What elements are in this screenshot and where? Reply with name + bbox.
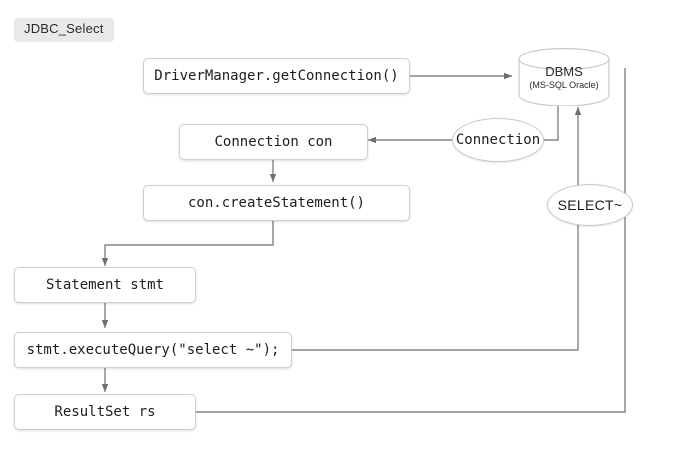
diagram-title-chip: JDBC_Select [14, 18, 114, 41]
node-drivermanager-getconnection[interactable]: DriverManager.getConnection() [143, 58, 410, 94]
ellipse-label: SELECT~ [557, 197, 623, 213]
edge-createstatement-to-statement [101, 221, 274, 266]
node-connection-con[interactable]: Connection con [179, 124, 368, 160]
node-label: ResultSet rs [54, 404, 156, 420]
node-label: Statement stmt [45, 277, 164, 293]
ellipse-label: Connection [455, 132, 541, 148]
node-stmt-executequery[interactable]: stmt.executeQuery("select ~"); [14, 332, 292, 368]
node-statement-stmt[interactable]: Statement stmt [14, 267, 196, 303]
node-label: con.createStatement() [187, 195, 365, 211]
dbms-shape [518, 47, 610, 107]
node-label: Connection con [214, 134, 333, 150]
ellipse-select[interactable]: SELECT~ [547, 184, 633, 226]
edge-dbms-to-connection-ellipse [543, 106, 559, 141]
node-resultset-rs[interactable]: ResultSet rs [14, 394, 196, 430]
dbms-cylinder: DBMS (MS-SQL Oracle) [518, 47, 610, 107]
node-label: DriverManager.getConnection() [154, 68, 399, 84]
ellipse-connection[interactable]: Connection [452, 118, 544, 162]
edge-dbms-to-resultset [183, 68, 626, 416]
node-con-createstatement[interactable]: con.createStatement() [143, 185, 410, 221]
node-label: stmt.executeQuery("select ~"); [26, 342, 280, 358]
